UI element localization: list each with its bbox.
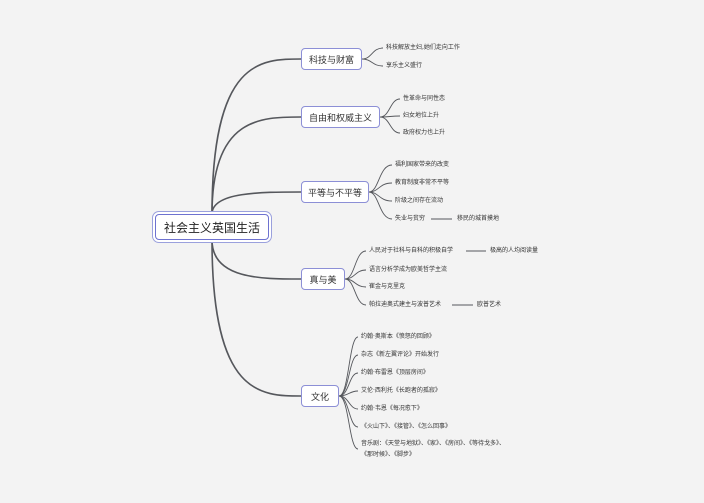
subleaf-equality-3[interactable]: 移民的城首摸地: [457, 215, 500, 222]
leaf-tech-1[interactable]: 享乐主义盛行: [386, 62, 423, 69]
leaf-freedom-0[interactable]: 性革命与同性恋: [403, 95, 446, 102]
leaf-truth-3[interactable]: 帕拉迪奥式建主与波普艺术: [369, 301, 442, 308]
leaf-tech-0[interactable]: 科技解放主妇,她们走向工作: [386, 44, 460, 51]
root-topic[interactable]: 社会主义英国生活: [155, 214, 269, 240]
edge-branch-2-leaf-0: [368, 164, 393, 193]
leaf-truth-2[interactable]: 崔金与克里克: [369, 283, 406, 290]
edge-root-branch-3: [211, 239, 302, 280]
subleaf-truth-0[interactable]: 极高的人均阅读量: [490, 247, 539, 254]
leaf-culture-2[interactable]: 约翰·布雷恩《顶层房间》: [361, 369, 429, 376]
edge-branch-3-leaf-3: [344, 278, 367, 306]
branch-equality[interactable]: 平等与不平等: [301, 181, 369, 203]
edge-root-branch-1: [211, 116, 302, 215]
edge-branch-1-leaf-2: [379, 116, 401, 134]
edge-branch-2-leaf-3: [368, 191, 393, 220]
leaf-freedom-1[interactable]: 妇女地位上升: [403, 112, 440, 119]
branch-culture[interactable]: 文化: [301, 385, 339, 407]
leaf-culture-0[interactable]: 约翰·奥斯本《愤怒的回顾》: [361, 333, 435, 340]
leaf-truth-1[interactable]: 语言分析学成为欧美哲学主流: [369, 266, 448, 273]
leaf-culture-6-line2[interactable]: 《那时候》、《脚步》: [361, 451, 416, 458]
edge-branch-1-leaf-0: [379, 98, 401, 118]
edge-branch-4-leaf-2: [338, 372, 359, 397]
leaf-culture-6[interactable]: 音乐剧：《天堂与地狱》、《家》、《房间》、《等待戈多》、: [361, 440, 506, 447]
edge-branch-0-leaf-1: [361, 58, 384, 67]
leaf-culture-5[interactable]: 《火山下》、《接管》、《怎么回事》: [361, 423, 452, 430]
leaf-culture-3[interactable]: 艾伦·西利托《长跑者的孤寂》: [361, 387, 441, 394]
edge-root-branch-2: [211, 191, 302, 215]
edge-root-branch-0: [211, 58, 302, 215]
edge-root-branch-4: [211, 239, 302, 397]
leaf-truth-0[interactable]: 人民对于社科与自科的积极自学: [369, 247, 454, 254]
edge-branch-3-leaf-0: [344, 250, 367, 280]
branch-freedom-authority[interactable]: 自由和权威主义: [301, 106, 380, 128]
leaf-culture-4[interactable]: 约翰·韦恩《每况愈下》: [361, 405, 423, 412]
branch-tech-wealth[interactable]: 科技与财富: [301, 48, 362, 70]
edge-branch-4-leaf-6: [338, 395, 359, 450]
leaf-equality-2[interactable]: 阶级之间存在流动: [395, 197, 444, 204]
edge-branch-4-leaf-1: [338, 354, 359, 397]
branch-truth-beauty[interactable]: 真与美: [301, 268, 345, 290]
leaf-freedom-2[interactable]: 政府权力也上升: [403, 129, 446, 136]
edge-branch-4-leaf-0: [338, 336, 359, 397]
leaf-culture-1[interactable]: 杂志《新左翼评论》开始发行: [361, 351, 440, 358]
leaf-equality-0[interactable]: 福利国家带来的改变: [395, 161, 450, 168]
edge-branch-2-leaf-1: [368, 182, 393, 193]
subleaf-truth-3[interactable]: 欧普艺术: [477, 301, 502, 308]
edge-branch-0-leaf-0: [361, 47, 384, 60]
leaf-equality-1[interactable]: 教育制度非常不平等: [395, 179, 450, 186]
leaf-equality-3[interactable]: 失业与贫穷: [395, 215, 426, 222]
